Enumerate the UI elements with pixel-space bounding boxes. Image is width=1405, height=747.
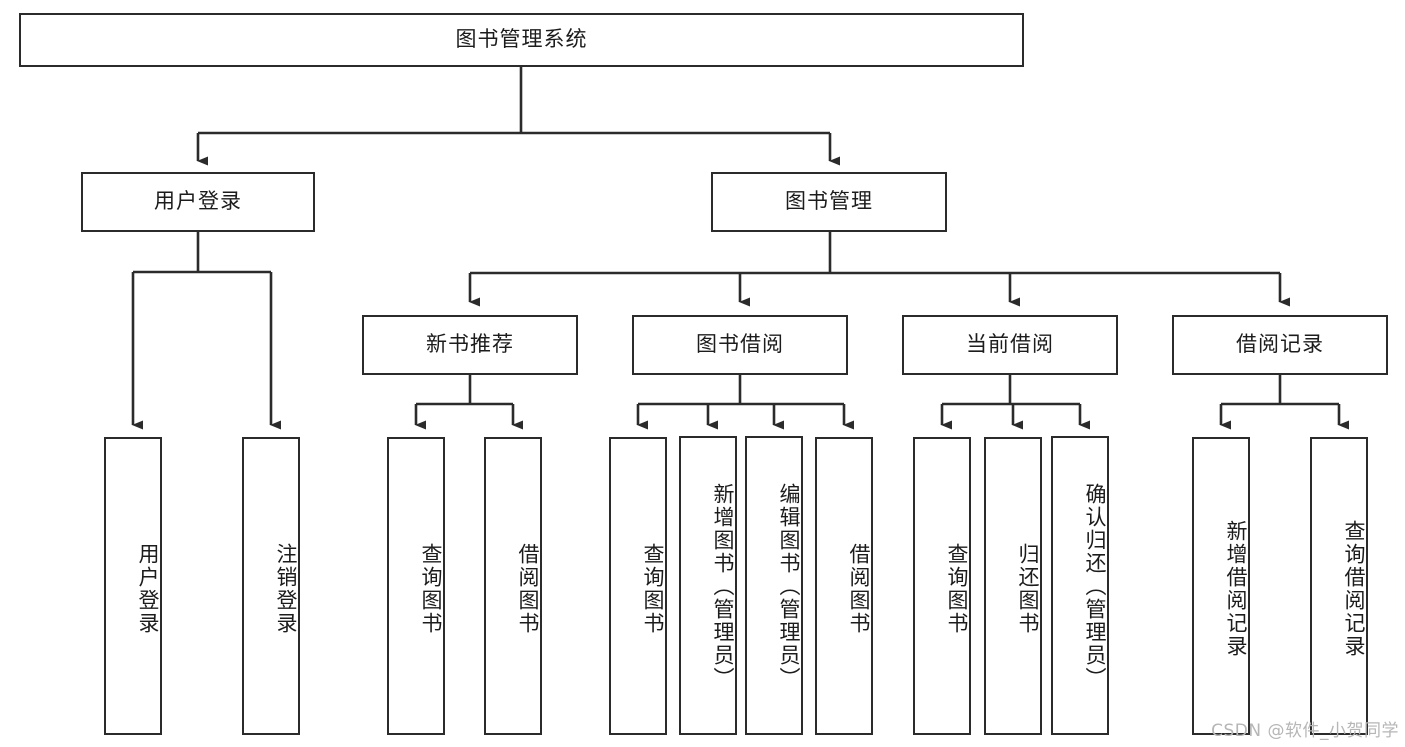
node-label: 图书借阅	[696, 332, 784, 357]
leaf-logout-login[interactable]: 注销登录	[242, 437, 300, 735]
node-label: 新增图书（管理员）	[711, 483, 735, 690]
leaf-user-login[interactable]: 用户登录	[104, 437, 162, 735]
node-label: 确认归还（管理员）	[1083, 483, 1107, 690]
node-label: 用户登录	[136, 543, 160, 635]
node-label: 借阅图书	[847, 543, 871, 635]
node-label: 新书推荐	[426, 332, 514, 357]
node-label: 注销登录	[274, 543, 298, 635]
node-label: 归还图书	[1016, 543, 1040, 635]
leaf-query-borrow-record[interactable]: 查询借阅记录	[1310, 437, 1368, 735]
node-label: 编辑图书（管理员）	[777, 483, 801, 690]
node-label: 当前借阅	[966, 332, 1054, 357]
leaf-add-borrow-record[interactable]: 新增借阅记录	[1192, 437, 1250, 735]
leaf-return-book[interactable]: 归还图书	[984, 437, 1042, 735]
leaf-query-book-recommend[interactable]: 查询图书	[387, 437, 445, 735]
node-root-book-management-system[interactable]: 图书管理系统	[19, 13, 1024, 67]
leaf-borrow-book[interactable]: 借阅图书	[815, 437, 873, 735]
node-label: 查询借阅记录	[1342, 520, 1366, 658]
leaf-query-book-current[interactable]: 查询图书	[913, 437, 971, 735]
leaf-query-book-borrow[interactable]: 查询图书	[609, 437, 667, 735]
node-new-book-recommend[interactable]: 新书推荐	[362, 315, 578, 375]
csdn-watermark: CSDN @软件_小贺同学	[1211, 721, 1399, 741]
node-borrow-record[interactable]: 借阅记录	[1172, 315, 1388, 375]
node-label: 新增借阅记录	[1224, 520, 1248, 658]
leaf-borrow-book-recommend[interactable]: 借阅图书	[484, 437, 542, 735]
node-label: 查询图书	[641, 543, 665, 635]
node-current-borrow[interactable]: 当前借阅	[902, 315, 1118, 375]
node-label: 借阅图书	[516, 543, 540, 635]
node-label: 查询图书	[945, 543, 969, 635]
node-book-borrow[interactable]: 图书借阅	[632, 315, 848, 375]
node-label: 借阅记录	[1236, 332, 1324, 357]
leaf-add-book-admin[interactable]: 新增图书（管理员）	[679, 436, 737, 735]
node-label: 图书管理	[785, 189, 873, 214]
leaf-confirm-return-admin[interactable]: 确认归还（管理员）	[1051, 436, 1109, 735]
node-user-login[interactable]: 用户登录	[81, 172, 315, 232]
node-label: 图书管理系统	[455, 27, 588, 52]
node-label: 查询图书	[419, 543, 443, 635]
node-book-management[interactable]: 图书管理	[711, 172, 947, 232]
node-label: 用户登录	[154, 189, 242, 214]
leaf-edit-book-admin[interactable]: 编辑图书（管理员）	[745, 436, 803, 735]
